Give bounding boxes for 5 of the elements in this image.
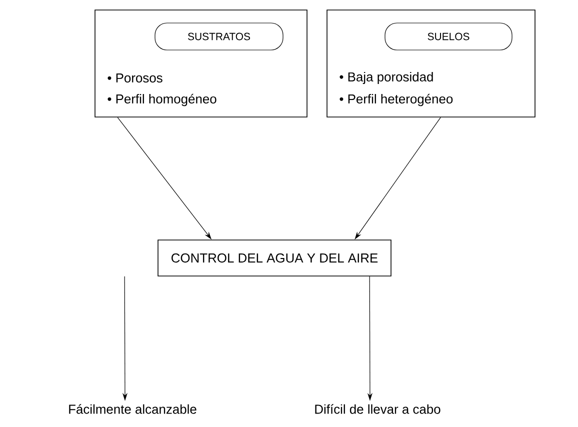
process-box: CONTROL DEL AGUA Y DEL AIRE bbox=[158, 240, 392, 276]
outcome-text: Difícil de llevar a cabo bbox=[315, 404, 440, 414]
outcome-text: Fácilmente alcanzable bbox=[69, 404, 196, 414]
rounded-label: SUELOS bbox=[384, 22, 512, 50]
rounded-label: SUSTRATOS bbox=[154, 22, 284, 50]
